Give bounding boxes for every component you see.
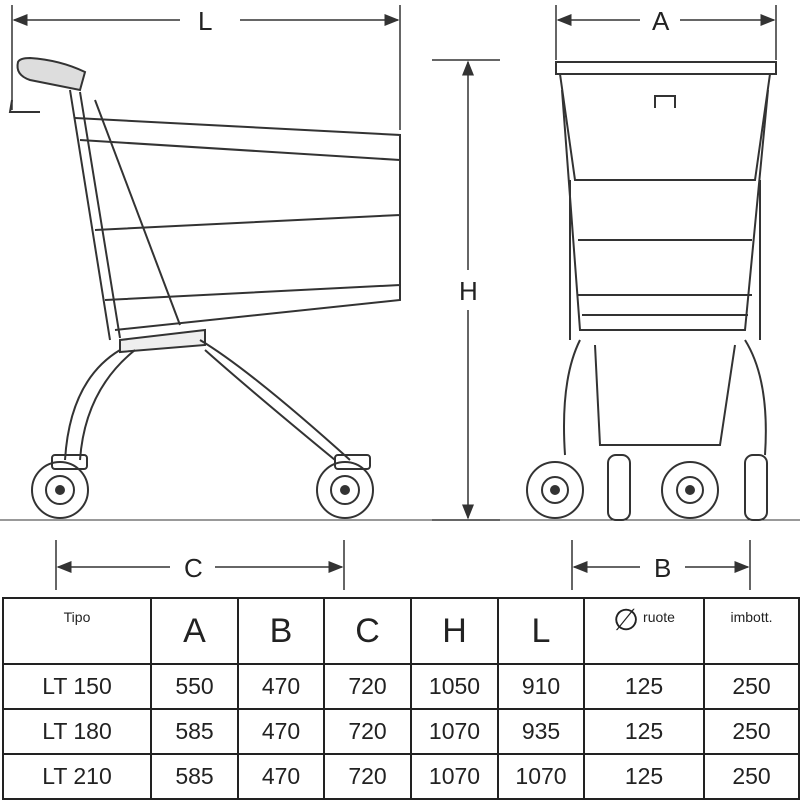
cell-tipo: LT 180 [2,708,152,755]
header-l: L [497,597,585,665]
header-b: B [237,597,325,665]
cell-l: 1070 [497,753,585,800]
dimension-label-c: C [184,553,203,583]
cell-imbott: 250 [703,753,800,800]
dimension-label-b: B [654,553,672,583]
header-ruote-label: ruote [643,609,675,625]
cell-ruote: 125 [583,753,705,800]
cell-h: 1050 [410,663,499,710]
dimension-label-l: L [198,6,213,36]
header-h: H [410,597,499,665]
cell-b: 470 [237,753,325,800]
cell-tipo: LT 150 [2,663,152,710]
cell-ruote: 125 [583,708,705,755]
cart-side-view [8,56,401,519]
cell-imbott: 250 [703,708,800,755]
header-tipo: Tipo [2,597,152,665]
cell-h: 1070 [410,753,499,800]
cell-ruote: 125 [583,663,705,710]
diameter-icon: ∅ [613,604,640,637]
dimension-label-h: H [459,276,478,306]
header-ruote: ∅ ruote [583,597,705,665]
cell-b: 470 [237,708,325,755]
cell-tipo: LT 210 [2,753,152,800]
cell-a: 585 [150,753,239,800]
header-a: A [150,597,239,665]
cell-b: 470 [237,663,325,710]
dimension-label-a: A [652,6,670,36]
cell-h: 1070 [410,708,499,755]
dimension-lines [0,5,800,590]
cell-imbott: 250 [703,663,800,710]
cell-c: 720 [323,663,412,710]
table-header-row: Tipo A B C H L ∅ ruote imbott. [2,597,800,665]
cell-l: 935 [497,708,585,755]
cart-drawing [0,5,800,590]
cart-front-view [526,61,777,521]
header-imbott: imbott. [703,597,800,665]
cell-c: 720 [323,708,412,755]
cell-a: 585 [150,708,239,755]
cell-l: 910 [497,663,585,710]
header-c: C [323,597,412,665]
cell-a: 550 [150,663,239,710]
cell-c: 720 [323,753,412,800]
